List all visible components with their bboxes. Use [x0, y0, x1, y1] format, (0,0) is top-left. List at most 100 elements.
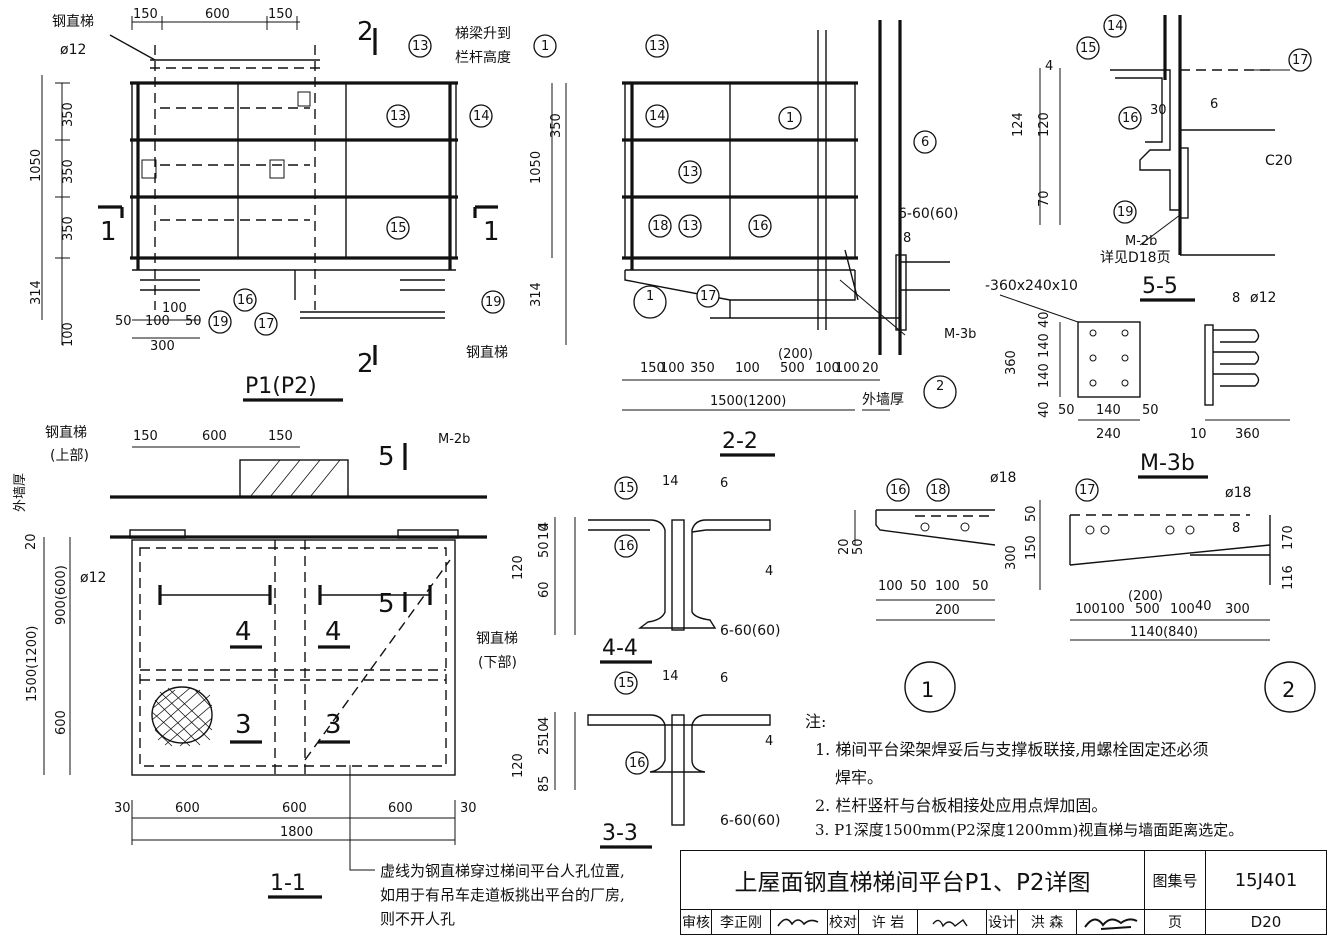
dim-m3b-140c: 140	[1096, 403, 1121, 418]
designer-name: 洪 森	[1017, 909, 1077, 935]
dim-d2-200: (200)	[1128, 589, 1163, 604]
label-beam-note-1: 梯梁升到	[455, 26, 511, 42]
dim-22-1050: 1050	[529, 151, 544, 184]
label-upper-note: (上部)	[50, 448, 89, 464]
dim-11-top-600: 600	[202, 429, 227, 444]
dim-d1-50: 50	[851, 538, 866, 555]
dim-d2-total: 1140(840)	[1130, 625, 1198, 640]
dim-33-14: 14	[662, 669, 679, 684]
cut-mark-4-right: 4	[325, 617, 342, 647]
section-3-3	[554, 712, 771, 826]
view-title-11: 1-1	[270, 871, 306, 896]
dim-d2-150: 150	[1024, 535, 1039, 560]
page-number: D20	[1205, 909, 1327, 935]
cut-mark-4-left: 4	[235, 617, 252, 647]
section-4-4	[554, 517, 771, 635]
callout-1-22: 1	[786, 111, 794, 126]
dim-11-left-20: 20	[24, 533, 39, 550]
dim-22-350a: 350	[549, 113, 564, 138]
label-m3b-ref: M-3b	[944, 327, 976, 342]
cut-mark-5-bottom: 5	[378, 589, 395, 619]
note-1a: 1. 梯间平台梁架焊妥后与支撑板联接,用螺栓固定还必须	[815, 740, 1209, 759]
callout-18-22: 18	[652, 219, 669, 234]
dim-p1-top-150a: 150	[133, 7, 158, 22]
dim-22-100d: 100	[835, 361, 860, 376]
label-d12-11: ø12	[80, 570, 106, 586]
callout-17-d2: 17	[1079, 483, 1096, 498]
cut-mark-1-left: 1	[100, 217, 117, 247]
cut-mark-3-right: 3	[325, 710, 342, 740]
dim-55-4: 4	[1045, 59, 1053, 74]
detail-2	[1039, 500, 1316, 713]
label-beam-note-2: 栏杆高度	[455, 49, 511, 66]
note-3: 3. P1深度1500mm(P2深度1200mm)视直梯与墙面距离选定。	[815, 821, 1244, 839]
dim-11-bottom-1800: 1800	[280, 825, 313, 840]
view-title-22: 2-2	[722, 429, 758, 454]
detail-1	[854, 509, 996, 713]
dim-44-14: 14	[662, 474, 679, 489]
dim-33-120: 120	[511, 753, 526, 778]
view-title-55: 5-5	[1142, 274, 1178, 299]
dim-11-bottom-30b: 30	[460, 801, 477, 816]
label-see-page: 详见D18页	[1100, 250, 1171, 266]
section-1-1	[43, 443, 487, 871]
section-2-2	[551, 20, 950, 411]
dim-44-10: 10	[537, 523, 552, 540]
label-weld-8-22: 8	[903, 231, 911, 246]
label-weld-4-44: 4	[765, 564, 773, 579]
label-weld-6-33: 6	[720, 671, 728, 686]
p1p2-elevation	[41, 16, 498, 365]
callout-1-p1: 1	[541, 39, 549, 54]
dim-22-200: (200)	[778, 347, 813, 362]
label-steel-ladder-p1: 钢直梯	[466, 344, 508, 361]
dim-22-100a: 100	[660, 361, 685, 376]
label-m2b-11: M-2b	[438, 432, 470, 447]
dash-note-a: 虚线为钢直梯穿过梯间平台人孔位置,	[380, 862, 625, 880]
designer-signature	[1076, 909, 1145, 935]
dim-22-100b: 100	[735, 361, 760, 376]
label-weld-4-33: 4	[765, 734, 773, 749]
dim-11-top-150b: 150	[268, 429, 293, 444]
label-d12: ø12	[60, 42, 86, 58]
dim-d2-100b: 100	[1100, 602, 1125, 617]
dim-p1-bottom-100a: 100	[145, 314, 170, 329]
callout-detail1-22: 1	[646, 289, 654, 304]
dim-d1-200: 200	[935, 603, 960, 618]
dim-33-4: 4	[537, 717, 552, 725]
view-title-m3b: M-3b	[1140, 451, 1195, 476]
dim-m3b-10: 10	[1190, 427, 1207, 442]
dim-m3b-360b: 360	[1235, 427, 1260, 442]
dim-55-30: 30	[1150, 103, 1167, 118]
review-label: 审核	[680, 909, 712, 935]
cut-mark-3-left: 3	[235, 710, 252, 740]
callout-15-33: 15	[618, 676, 635, 691]
detail-title-1: 1	[921, 678, 934, 702]
callout-17-22: 17	[700, 289, 717, 304]
dim-33-10: 10	[537, 723, 552, 740]
dim-p1-left-350a: 350	[61, 102, 76, 127]
dim-p1-left-314: 314	[29, 280, 44, 305]
dim-33-85: 85	[537, 775, 552, 792]
dim-d1-100b: 100	[935, 579, 960, 594]
dim-22-350: 350	[690, 361, 715, 376]
dim-p1-bottom-100b: 100	[162, 301, 187, 316]
dim-22-100c: 100	[815, 361, 840, 376]
dim-d1-50b: 50	[972, 579, 989, 594]
dim-11-bottom-30a: 30	[114, 801, 131, 816]
drawing-title: 上屋面钢直梯梯间平台P1、P2详图	[680, 850, 1145, 910]
label-weld-6-55: 6	[1210, 97, 1218, 112]
callout-13-p1: 13	[412, 39, 429, 54]
callout-detail2-22: 2	[936, 379, 944, 394]
callout-16-44: 16	[618, 539, 635, 554]
label-weld-44: 6-60(60)	[720, 623, 781, 639]
dim-m3b-140b: 140	[1037, 363, 1052, 388]
dim-p1-bottom-50b: 50	[185, 314, 202, 329]
dim-m3b-50a: 50	[1058, 403, 1075, 418]
dim-p1-bottom-300: 300	[150, 339, 175, 354]
view-title-44: 4-4	[602, 636, 638, 661]
detail-title-2: 2	[1282, 678, 1295, 702]
checker-signature	[917, 909, 987, 935]
dim-m3b-140a: 140	[1037, 333, 1052, 358]
callout-16-33: 16	[629, 756, 646, 771]
